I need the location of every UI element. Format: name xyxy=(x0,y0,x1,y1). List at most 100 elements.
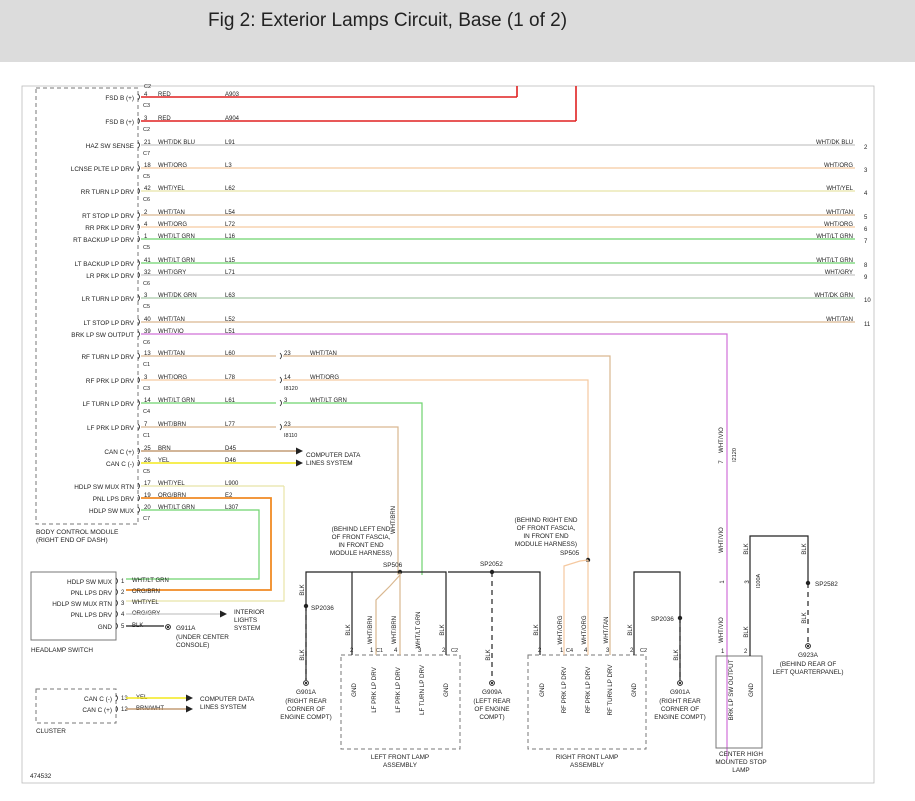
connector-mark xyxy=(137,494,140,502)
chmsl-label: CENTER HIGH xyxy=(719,751,763,758)
continuation-number: 7 xyxy=(864,239,868,245)
wire-color-code: WHT/VIO xyxy=(158,329,184,335)
bcm-pin-label: LR TURN LP DRV xyxy=(82,296,135,303)
circuit-id: L54 xyxy=(225,210,236,216)
wire-color-code: WHT/DK GRN xyxy=(158,293,197,299)
wire-color-code: BLK xyxy=(628,624,634,635)
pin-number: 42 xyxy=(144,186,151,192)
ground-note: CORNER OF xyxy=(287,706,325,713)
pin-number: 2 xyxy=(442,648,446,654)
circuit-id: L52 xyxy=(225,317,236,323)
ground-note: (RIGHT REAR xyxy=(285,698,327,705)
pin-number: 25 xyxy=(144,446,151,452)
pin-number: 13 xyxy=(144,351,151,357)
ground-note: LEFT QUARTERPANEL) xyxy=(772,669,843,676)
wire-color-code: WHT/LT GRN xyxy=(816,258,853,264)
continuation-number: 8 xyxy=(864,263,868,269)
wire-color-code: WHT/DK GRN xyxy=(814,293,853,299)
cluster-label: CLUSTER xyxy=(36,728,66,735)
body-control-module-box xyxy=(35,87,139,525)
cluster-pin-label: CAN C (-) xyxy=(84,696,112,703)
wire-color-code: RED xyxy=(158,116,171,122)
can-destination: COMPUTER DATA xyxy=(306,452,361,459)
connector-mark xyxy=(137,447,140,455)
bcm-pin-label: RR TURN LP DRV xyxy=(81,189,135,196)
continuation-number: 3 xyxy=(864,168,868,174)
wire-ground xyxy=(633,571,681,680)
pin-number: 2 xyxy=(630,648,634,654)
lamp-pin-label: RF PRK LP DRV xyxy=(585,666,592,713)
bcm-pin-label: CAN C (+) xyxy=(104,449,134,456)
ground-icon xyxy=(304,681,308,685)
wire-color-code: YEL xyxy=(158,458,170,464)
wire-color-code: WHT/TAN xyxy=(310,351,337,357)
splice-note: MODULE HARNESS) xyxy=(330,550,392,557)
pin-number: 4 xyxy=(394,648,398,654)
splice-note: OF FRONT FASCIA, xyxy=(517,525,576,532)
connector-id: I8120 xyxy=(284,386,298,392)
right-front-lamp-label: RIGHT FRONT LAMP xyxy=(556,754,619,761)
pin-number: 4 xyxy=(144,92,148,98)
connector-id: C5 xyxy=(143,174,150,180)
ground-icon xyxy=(166,625,170,629)
connector-id: C2 xyxy=(144,84,151,90)
connector-mark xyxy=(137,235,140,243)
wire-color-code: BLK xyxy=(802,543,808,554)
bcm-pin-label: BRK LP SW OUTPUT xyxy=(71,332,134,339)
wire-color-code: RED xyxy=(158,92,171,98)
wire-color-code: WHT/TAN xyxy=(826,317,853,323)
switch-pin-label: PNL LPS DRV xyxy=(71,590,113,597)
circuit-id: L62 xyxy=(225,186,236,192)
connector-mark xyxy=(137,376,140,384)
connector-mark xyxy=(115,694,118,702)
pin-number: 32 xyxy=(144,270,151,276)
circuit-id: L900 xyxy=(225,481,239,487)
figure-id: 474532 xyxy=(30,773,52,780)
wire-color-code: BLK xyxy=(486,649,492,660)
bcm-pin-label: HDLP SW MUX RTN xyxy=(74,484,134,491)
bcm-pin-label: HDLP SW MUX xyxy=(89,508,135,515)
circuit-id: L16 xyxy=(225,234,236,240)
pin-number: 7 xyxy=(719,460,725,464)
bcm-pin-label: HAZ SW SENSE xyxy=(86,143,134,150)
wire-hdlp-mux xyxy=(126,509,260,580)
connector-mark xyxy=(137,223,140,231)
ground-id: G923A xyxy=(798,652,819,659)
wire-front-lamp xyxy=(283,379,589,560)
splice-note: (BEHIND RIGHT END xyxy=(514,517,577,524)
wire-color-code: ORG/BRN xyxy=(132,589,160,595)
continuation-number: 10 xyxy=(864,298,871,304)
circuit-id: L61 xyxy=(225,398,236,404)
pin-number: 1 xyxy=(721,649,725,655)
ground-note: ENGINE COMPT) xyxy=(654,714,705,721)
wire-color-code: WHT/LT GRN xyxy=(416,612,422,649)
connector-mark xyxy=(115,610,118,618)
wire-color-code: WHT/ORG xyxy=(158,375,187,381)
connector-id: C6 xyxy=(143,281,150,287)
wire-rf-park xyxy=(563,559,589,655)
interior-destination: INTERIOR xyxy=(234,609,265,616)
wire-color-code: WHT/TAN xyxy=(158,317,185,323)
wire-color-code: WHT/LT GRN xyxy=(310,398,347,404)
pin-number: 3 xyxy=(745,580,751,584)
circuit-id: L71 xyxy=(225,270,236,276)
interior-destination: SYSTEM xyxy=(234,625,260,632)
bcm-pin-label: LT STOP LP DRV xyxy=(84,320,135,327)
splice-dot xyxy=(303,603,309,609)
pin-number: 3 xyxy=(144,293,148,299)
bcm-pin-label: LF TURN LP DRV xyxy=(83,401,135,408)
wire-color-code: WHT/BRN xyxy=(368,616,374,644)
left-front-lamp-label: LEFT FRONT LAMP xyxy=(371,754,429,761)
connector-mark xyxy=(137,423,140,431)
wire-color-code: WHT/ORG xyxy=(824,163,853,169)
arrow-icon xyxy=(186,705,193,713)
continuation-number: 11 xyxy=(864,322,871,328)
headlamp-switch-label: HEADLAMP SWITCH xyxy=(31,647,93,654)
wire-hdlp-mux-rtn xyxy=(126,486,285,602)
wire-color-code: WHT/LT GRN xyxy=(816,234,853,240)
wire-color-code: WHT/TAN xyxy=(158,210,185,216)
ground-note: CORNER OF xyxy=(661,706,699,713)
pin-number: 1 xyxy=(121,579,125,585)
connector-mark xyxy=(137,93,140,101)
connector-mark xyxy=(137,271,140,279)
